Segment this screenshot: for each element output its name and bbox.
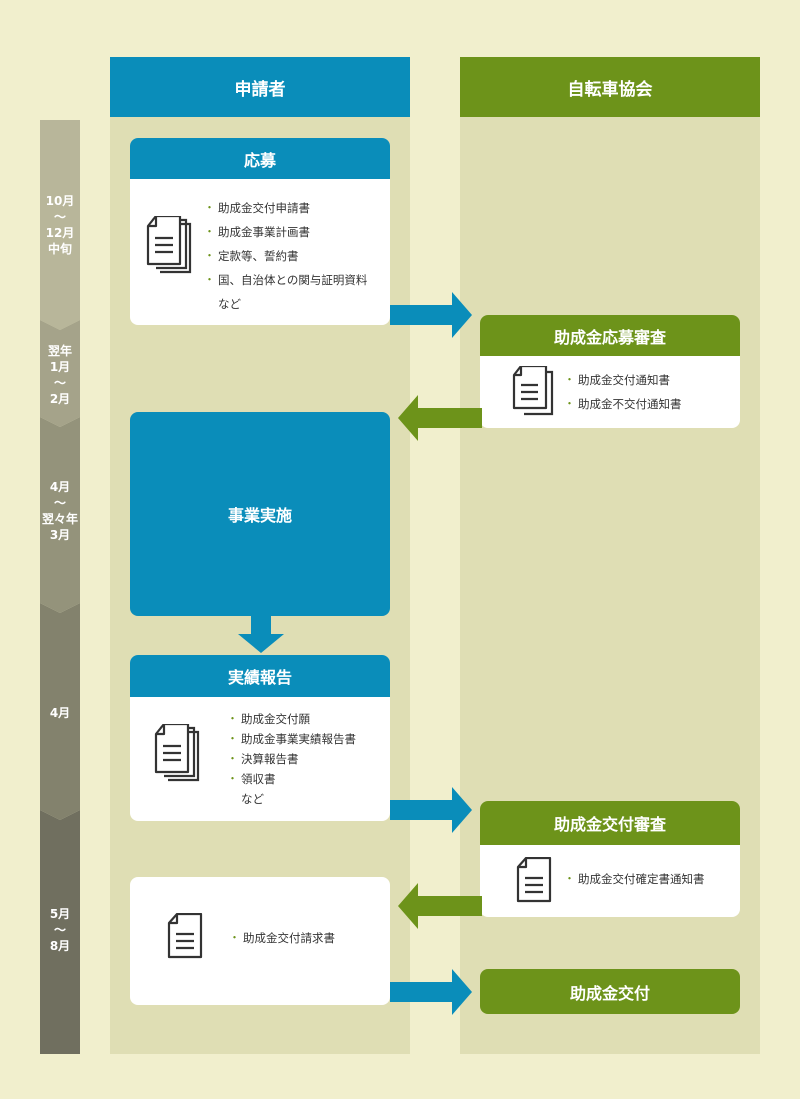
list-item: 助成金不交付通知書 <box>564 392 681 416</box>
report-card: 実績報告 助成金交付願 助成金事業実績報告書 決算報告書 領収書 など <box>130 655 390 821</box>
list-item-etc: など <box>218 297 241 311</box>
arrow-left-icon <box>398 395 482 441</box>
list-item: 助成金事業実績報告書 <box>227 729 356 749</box>
list-item: 助成金交付請求書 <box>229 928 335 948</box>
request-doc-list: 助成金交付請求書 <box>229 928 335 948</box>
list-item: 助成金交付確定書通知書 <box>564 869 704 889</box>
list-item: 助成金交付通知書 <box>564 368 682 392</box>
list-item-etc: など <box>241 792 264 806</box>
timeline-period-5: 5月〜8月 <box>49 906 71 954</box>
grant-review-doc-list: 助成金交付確定書通知書 <box>564 869 704 889</box>
list-item: 助成金事業計画書 <box>204 220 367 244</box>
apply-doc-list: 助成金交付申請書 助成金事業計画書 定款等、誓約書 国、自治体との関与証明資料 … <box>204 196 367 316</box>
list-item: 決算報告書 <box>227 749 356 769</box>
list-item: 国、自治体との関与証明資料 <box>204 268 367 292</box>
grant-block: 助成金交付 <box>480 969 740 1014</box>
arrow-down-icon <box>238 616 284 653</box>
apply-card: 応募 助成金交付申請書 助成金事業計画書 定款等、誓約書 国、自治体との関与証明… <box>130 138 390 325</box>
apply-title: 応募 <box>130 138 390 179</box>
list-item: 助成金交付願 <box>227 709 356 729</box>
applicant-header: 申請者 <box>110 57 410 117</box>
implement-block: 事業実施 <box>130 412 390 616</box>
document-stack-icon <box>154 724 200 782</box>
arrow-right-icon <box>390 969 472 1015</box>
list-item: 領収書 <box>227 769 356 789</box>
review-title: 助成金応募審査 <box>480 315 740 356</box>
arrow-right-icon <box>390 787 472 833</box>
list-item: 定款等、誓約書 <box>204 244 367 268</box>
timeline-period-1: 10月〜12月中旬 <box>45 193 75 257</box>
arrow-left-icon <box>398 883 482 929</box>
document-stack-icon <box>512 366 554 416</box>
document-icon <box>167 913 203 959</box>
arrow-right-icon <box>390 292 472 338</box>
timeline-period-4: 4月 <box>49 705 71 720</box>
review-doc-list: 助成金交付通知書 助成金不交付通知書 <box>564 368 682 416</box>
list-item: 助成金交付申請書 <box>204 196 367 220</box>
report-title: 実績報告 <box>130 655 390 697</box>
document-icon <box>516 857 552 903</box>
report-doc-list: 助成金交付願 助成金事業実績報告書 決算報告書 領収書 など <box>227 709 356 809</box>
document-stack-icon <box>146 216 192 274</box>
review-card: 助成金応募審査 助成金交付通知書 助成金不交付通知書 <box>480 315 740 428</box>
timeline-bar <box>40 120 80 1054</box>
request-card: 助成金交付請求書 <box>130 877 390 1005</box>
grant-review-title: 助成金交付審査 <box>480 801 740 845</box>
grant-review-card: 助成金交付審査 助成金交付確定書通知書 <box>480 801 740 917</box>
association-header: 自転車協会 <box>460 57 760 117</box>
